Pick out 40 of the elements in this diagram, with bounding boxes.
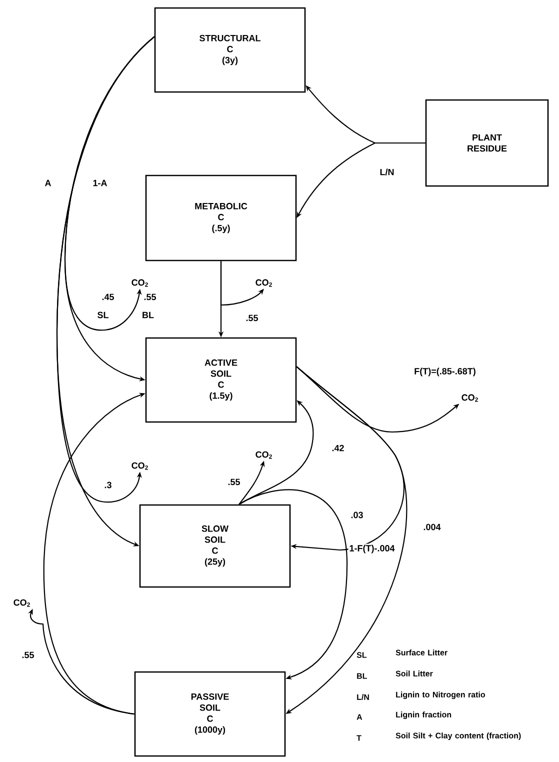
- pool-box: METABOLIC C (.5y): [145, 174, 297, 262]
- edge-label: .004: [422, 522, 442, 532]
- flow-fraction: .55: [144, 294, 156, 300]
- edge-label: .55: [226, 478, 242, 486]
- edge-label: .42: [330, 444, 346, 452]
- legend-abbreviation: BL: [357, 673, 367, 679]
- legend-description: Lignin to Nitrogen ratio: [396, 692, 486, 700]
- legend-abbreviation: A: [356, 714, 362, 720]
- legend-abbreviation: T: [356, 735, 362, 741]
- co2-label: CO$_{2}$: [132, 462, 148, 470]
- edge-label: L/N: [378, 168, 396, 176]
- legend-description: Soil Litter: [396, 670, 433, 676]
- co2-label: CO$_{2}$: [462, 394, 478, 402]
- legend-description: Surface Litter: [396, 650, 448, 656]
- legend-abbreviation: L/N: [357, 694, 369, 700]
- co2-label: CO$_{2}$: [256, 279, 272, 287]
- pool-box: PASSIVE SOIL C (1000y): [134, 671, 286, 757]
- pool-box: ACTIVE SOIL C (1.5y): [145, 337, 297, 423]
- edge-label: .55: [20, 650, 36, 660]
- edge-label: .55: [244, 314, 260, 322]
- litter-abbreviation: SL: [98, 312, 108, 318]
- edge-label: .3: [103, 480, 113, 490]
- edge-label: A: [44, 178, 52, 188]
- edge-label: 1-F(T)-.004: [348, 544, 396, 554]
- co2-label: CO$_{2}$: [14, 599, 30, 607]
- pool-box: SLOW SOIL C (25y): [139, 504, 291, 588]
- legend-abbreviation: SL: [356, 652, 367, 658]
- edge-label: .03: [350, 510, 364, 520]
- flow-fraction: .45: [102, 294, 114, 300]
- arrow: [238, 489, 348, 680]
- pool-box: STRUCTURAL C (3y): [154, 7, 306, 93]
- legend-description: Soil Silt + Clay content (fraction): [396, 732, 521, 740]
- co2-label: CO$_{2}$: [256, 451, 272, 459]
- arrow: [220, 261, 264, 306]
- edge-label: F(T)=(.85-.68T): [413, 366, 477, 378]
- edge-label: 1-A: [92, 178, 108, 188]
- litter-abbreviation: BL: [142, 312, 154, 318]
- co2-label: CO$_{2}$: [132, 279, 148, 287]
- legend-description: Lignin fraction: [396, 712, 452, 720]
- pool-box: PLANT RESIDUE: [425, 99, 549, 187]
